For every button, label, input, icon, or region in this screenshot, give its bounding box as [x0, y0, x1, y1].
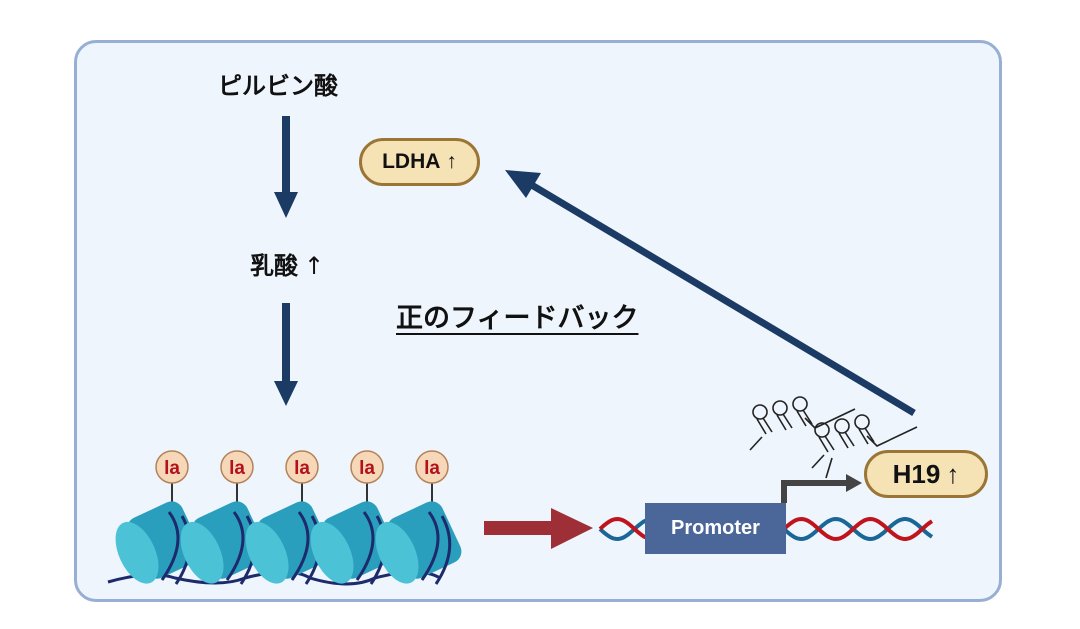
- feedback-arrow: [505, 170, 916, 417]
- lactylation-mark: la: [155, 450, 189, 484]
- nucleosome: [115, 482, 202, 585]
- dna-strand-red: [598, 516, 651, 541]
- feedback-label: 正のフィードバック: [396, 303, 639, 334]
- nucleosome: [310, 482, 397, 585]
- dna-strand-blue: [782, 516, 934, 542]
- promoter-box: Promoter: [645, 503, 786, 554]
- ldha-name: LDHA: [382, 150, 441, 173]
- rna-transcripts-icon: [749, 396, 918, 479]
- pyruvate-label: ピルビン酸: [218, 72, 338, 100]
- la-label: la: [229, 458, 245, 479]
- la-label: la: [424, 458, 440, 479]
- h19-name: H19: [892, 458, 941, 489]
- dna-helix: [598, 516, 934, 542]
- la-label: la: [164, 458, 180, 479]
- activation-arrow: [484, 508, 593, 549]
- dna-strand-blue: [598, 517, 651, 542]
- ldha-up-arrow-icon: ↑: [446, 150, 457, 173]
- nucleosome: [375, 482, 462, 585]
- h19-up-arrow-icon: ↑: [946, 458, 960, 489]
- arrow-pyruvate-to-lactate: [274, 116, 298, 218]
- la-label: la: [294, 458, 310, 479]
- lactylation-mark: la: [350, 450, 384, 484]
- lactylation-mark: la: [220, 450, 254, 484]
- lactate-label: 乳酸↑: [250, 246, 324, 281]
- nucleosome: [180, 482, 267, 585]
- nucleosome-array: la la la la la: [107, 450, 462, 586]
- dna-strand-red: [782, 516, 934, 542]
- lactylation-mark: la: [285, 450, 319, 484]
- h19-badge: H19↑: [864, 450, 988, 498]
- lactate-name: 乳酸: [250, 252, 298, 280]
- arrow-lactate-to-histone: [274, 303, 298, 406]
- la-label: la: [359, 458, 375, 479]
- lactylation-mark: la: [415, 450, 449, 484]
- lactate-up-arrow-icon: ↑: [304, 252, 325, 280]
- transcription-start-arrow: [781, 474, 862, 503]
- ldha-badge: LDHA↑: [359, 138, 480, 186]
